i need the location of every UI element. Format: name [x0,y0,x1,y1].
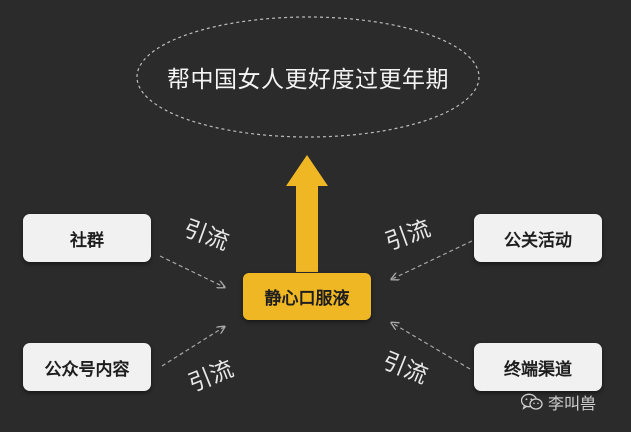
source-community-box: 社群 [23,214,151,262]
source-terminal-channels-box: 终端渠道 [474,343,602,391]
source-official-account-content-box: 公众号内容 [23,343,151,391]
arrow-community-to-center [159,255,224,287]
arrow-pr-to-center [392,240,473,279]
watermark: 李叫兽 [521,390,596,414]
goal-ellipse [136,16,480,138]
goal-text: 帮中国女人更好度过更年期 [167,67,449,93]
arrow-content-to-center [161,327,224,367]
wechat-icon [521,393,543,410]
up-arrow [286,155,328,272]
center-product-box: 静心口服液 [243,273,371,320]
arrow-terminal-to-center [392,323,471,370]
watermark-text: 李叫兽 [548,394,597,413]
source-pr-events-box: 公关活动 [474,214,602,262]
